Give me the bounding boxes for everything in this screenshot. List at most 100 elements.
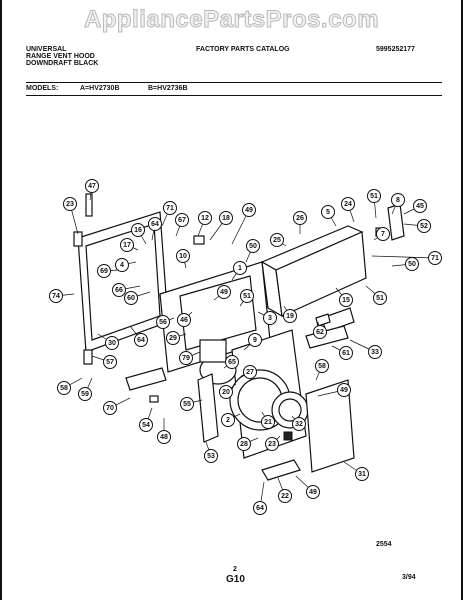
right-brackets — [305, 203, 405, 349]
part-callout-74: 74 — [49, 289, 63, 303]
svg-text:25: 25 — [273, 237, 281, 244]
svg-text:31: 31 — [358, 471, 366, 478]
part-callout-50: 50 — [405, 257, 419, 271]
part-callout-10: 10 — [176, 249, 190, 263]
part-callout-64: 64 — [253, 501, 267, 515]
brand-line-2: RANGE VENT HOOD — [26, 53, 95, 60]
svg-text:49: 49 — [309, 489, 317, 496]
svg-text:23: 23 — [66, 201, 74, 208]
side-panel — [305, 379, 355, 473]
part-callout-60: 60 — [124, 291, 138, 305]
svg-text:3: 3 — [268, 315, 272, 322]
part-callout-51: 51 — [373, 291, 387, 305]
part-callout-21: 21 — [261, 415, 275, 429]
svg-text:29: 29 — [169, 335, 177, 342]
revision-date: 3/94 — [402, 574, 416, 581]
watermark: AppliancePartsPros.com — [83, 6, 380, 34]
svg-text:21: 21 — [264, 419, 272, 426]
part-callout-29: 29 — [166, 331, 180, 345]
svg-text:12: 12 — [201, 215, 209, 222]
part-callout-65: 65 — [225, 355, 239, 369]
part-callout-49: 49 — [337, 383, 351, 397]
svg-text:16: 16 — [134, 227, 142, 234]
svg-text:49: 49 — [340, 387, 348, 394]
model-a: A=HV2730B — [80, 85, 120, 92]
svg-text:47: 47 — [88, 183, 96, 190]
part-callout-55: 55 — [180, 397, 194, 411]
part-callout-33: 33 — [368, 345, 382, 359]
svg-text:54: 54 — [142, 422, 150, 429]
svg-text:27: 27 — [246, 369, 254, 376]
part-callout-58: 58 — [57, 381, 71, 395]
svg-text:8: 8 — [396, 197, 400, 204]
svg-text:58: 58 — [318, 363, 326, 370]
part-callout-23: 23 — [265, 437, 279, 451]
top-cover — [260, 225, 367, 318]
svg-text:64: 64 — [151, 221, 159, 228]
svg-text:26: 26 — [296, 215, 304, 222]
svg-text:51: 51 — [370, 193, 378, 200]
part-callout-47: 47 — [85, 179, 99, 193]
part-callout-45: 45 — [413, 199, 427, 213]
models-label: MODELS: — [26, 85, 59, 92]
part-callout-26: 26 — [293, 211, 307, 225]
brand-line-1: UNIVERSAL — [26, 46, 67, 53]
header-rule-top — [26, 82, 442, 83]
part-callout-22: 22 — [278, 489, 292, 503]
part-callout-57: 57 — [103, 355, 117, 369]
part-callout-15: 15 — [339, 293, 353, 307]
svg-text:62: 62 — [316, 329, 324, 336]
svg-text:49: 49 — [245, 207, 253, 214]
part-callout-23: 23 — [63, 197, 77, 211]
svg-text:4: 4 — [120, 262, 124, 269]
part-callout-4: 4 — [115, 258, 129, 272]
part-callout-25: 25 — [270, 233, 284, 247]
part-callout-49: 49 — [217, 285, 231, 299]
part-callout-46: 46 — [177, 313, 191, 327]
part-callout-53: 53 — [204, 449, 218, 463]
part-callout-28: 28 — [237, 437, 251, 451]
part-callout-19: 19 — [283, 309, 297, 323]
part-callout-69: 69 — [97, 264, 111, 278]
part-callout-51: 51 — [240, 289, 254, 303]
svg-text:5: 5 — [326, 209, 330, 216]
part-callout-71: 71 — [428, 251, 442, 265]
svg-text:50: 50 — [249, 243, 257, 250]
svg-text:20: 20 — [222, 389, 230, 396]
part-callout-56: 56 — [156, 315, 170, 329]
part-callout-54: 54 — [139, 418, 153, 432]
svg-text:7: 7 — [381, 231, 385, 238]
part-callout-27: 27 — [243, 365, 257, 379]
svg-text:1: 1 — [238, 265, 242, 272]
part-callout-18: 18 — [219, 211, 233, 225]
svg-text:15: 15 — [342, 297, 350, 304]
svg-text:18: 18 — [222, 215, 230, 222]
svg-text:46: 46 — [180, 317, 188, 324]
part-callout-3: 3 — [263, 311, 277, 325]
back-panel — [77, 211, 169, 353]
svg-text:74: 74 — [52, 293, 60, 300]
svg-text:55: 55 — [183, 401, 191, 408]
part-callout-7: 7 — [376, 227, 390, 241]
svg-text:28: 28 — [240, 441, 248, 448]
part-callout-16: 16 — [131, 223, 145, 237]
header-rule-bottom — [26, 95, 442, 96]
svg-text:66: 66 — [115, 287, 123, 294]
part-callout-50: 50 — [246, 239, 260, 253]
svg-text:17: 17 — [123, 242, 131, 249]
svg-text:22: 22 — [281, 493, 289, 500]
svg-text:53: 53 — [207, 453, 215, 460]
svg-text:57: 57 — [106, 359, 114, 366]
part-callout-9: 9 — [248, 333, 262, 347]
part-callout-79: 79 — [179, 351, 193, 365]
svg-text:58: 58 — [60, 385, 68, 392]
part-callout-64: 64 — [148, 217, 162, 231]
svg-text:65: 65 — [228, 359, 236, 366]
part-callout-67: 67 — [175, 213, 189, 227]
page-code: G10 — [226, 574, 245, 585]
part-callout-2: 2 — [221, 413, 235, 427]
model-b: B=HV2736B — [148, 85, 188, 92]
